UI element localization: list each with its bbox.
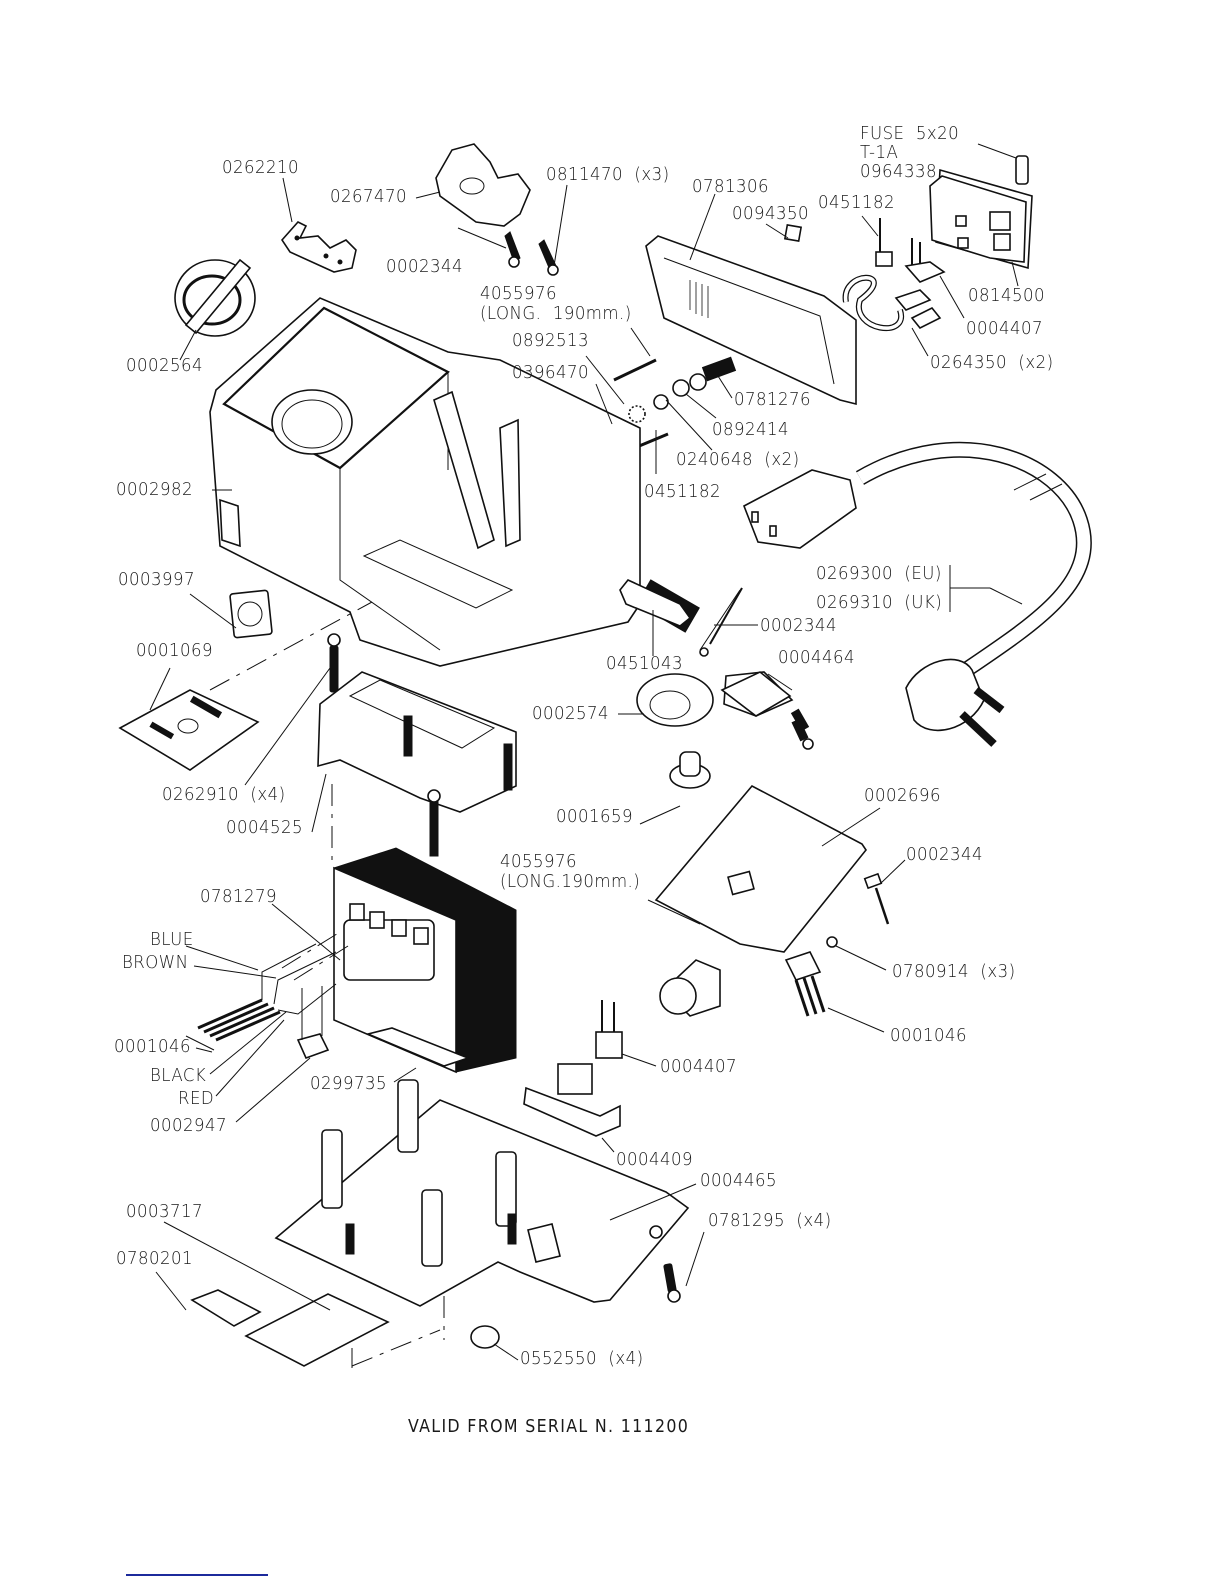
wire-link-parts — [842, 218, 946, 332]
callout-4055976-top-length: (LONG. 190mm.) — [480, 303, 632, 324]
grommet-part — [229, 589, 273, 639]
callout-0552550: 0552550 (x4) — [520, 1348, 644, 1369]
callout-0451182-mid: 0451182 — [644, 481, 721, 502]
callout-0004465: 0004465 — [700, 1170, 777, 1191]
callout-0004409: 0004409 — [616, 1149, 693, 1170]
screw-parts — [457, 227, 559, 276]
rubber-foot-part — [470, 1325, 500, 1349]
callout-0892414: 0892414 — [712, 419, 789, 440]
callout-4055976-low: 4055976 — [500, 851, 577, 872]
callout-0003717: 0003717 — [126, 1201, 203, 1222]
callout-fuse-line2: T-1A — [860, 142, 899, 163]
callout-4055976-top: 4055976 — [480, 283, 557, 304]
callout-0002344-mid: 0002344 — [760, 615, 837, 636]
callout-0004407-top: 0004407 — [966, 318, 1043, 339]
callout-0094350: 0094350 — [732, 203, 809, 224]
holder-clip-part — [280, 221, 357, 273]
callout-0262910: 0262910 (x4) — [162, 784, 286, 805]
callout-0003997: 0003997 — [118, 569, 195, 590]
callout-0004525: 0004525 — [226, 817, 303, 838]
callout-0299735: 0299735 — [310, 1073, 387, 1094]
callout-0811470: 0811470 (x3) — [546, 164, 670, 185]
long-screw-part — [327, 633, 341, 693]
callout-0892513: 0892513 — [512, 330, 589, 351]
callout-0262210: 0262210 — [222, 157, 299, 178]
callout-0002696: 0002696 — [864, 785, 941, 806]
wire-label-red: RED — [178, 1088, 215, 1109]
bottom-rule — [126, 1574, 268, 1576]
callout-0001046-left: 0001046 — [114, 1036, 191, 1057]
label-plate-part — [118, 689, 260, 771]
callout-0001069: 0001069 — [136, 640, 213, 661]
callout-0004407-low: 0004407 — [660, 1056, 737, 1077]
callout-0002344-top: 0002344 — [386, 256, 463, 277]
power-cord-part — [742, 441, 1092, 747]
callout-0267470: 0267470 — [330, 186, 407, 207]
callout-4055976-low-length: (LONG.190mm.) — [500, 871, 641, 892]
power-socket-part — [929, 155, 1033, 270]
wiring-parts — [197, 943, 337, 1060]
transformer-part — [333, 847, 517, 1074]
callout-0451043: 0451043 — [606, 653, 683, 674]
callout-0781295: 0781295 (x4) — [708, 1210, 832, 1231]
wire-label-black: BLACK — [150, 1065, 207, 1086]
base-plate-part — [274, 1079, 690, 1307]
callout-0780914: 0780914 (x3) — [892, 961, 1016, 982]
callout-0002344-low: 0002344 — [906, 844, 983, 865]
callout-0004464: 0004464 — [778, 647, 855, 668]
callout-0001659: 0001659 — [556, 806, 633, 827]
callout-fuse-line1: FUSE 5x20 — [860, 123, 960, 144]
main-housing-part — [209, 297, 641, 667]
cover-part — [435, 143, 531, 227]
callout-fuse-0964338: 0964338 — [860, 161, 937, 182]
callout-0814500: 0814500 — [968, 285, 1045, 306]
filter-board-parts — [523, 1000, 623, 1137]
callout-0002574: 0002574 — [532, 703, 609, 724]
assembly-axis-lines — [209, 601, 445, 1368]
callout-0451182-top: 0451182 — [818, 192, 895, 213]
knob-part — [174, 258, 256, 337]
wire-label-blue: BLUE — [150, 929, 194, 950]
serial-validity-note: VALID FROM SERIAL N. 111200 — [408, 1416, 690, 1437]
callout-0781276: 0781276 — [734, 389, 811, 410]
callout-0002982: 0002982 — [116, 479, 193, 500]
wire-label-brown: BROWN — [122, 952, 189, 973]
rear-panel-part — [645, 223, 857, 406]
control-board-part — [636, 579, 890, 1017]
leader-lines — [149, 143, 1023, 1361]
callout-0001046-right: 0001046 — [890, 1025, 967, 1046]
callout-0269300-eu: 0269300 (EU) — [816, 563, 942, 584]
callout-0781279: 0781279 — [200, 886, 277, 907]
callout-0269310-uk: 0269310 (UK) — [816, 592, 943, 613]
adhesive-label-parts — [190, 1289, 390, 1367]
callout-0002564: 0002564 — [126, 355, 203, 376]
misc-small-parts — [619, 579, 810, 732]
callout-0780201: 0780201 — [116, 1248, 193, 1269]
transformer-bracket-part — [317, 671, 517, 857]
base-screw-part — [663, 1263, 681, 1303]
callout-0240648: 0240648 (x2) — [676, 449, 800, 470]
callout-0781306: 0781306 — [692, 176, 769, 197]
callout-0264350: 0264350 (x2) — [930, 352, 1054, 373]
callout-0002947: 0002947 — [150, 1115, 227, 1136]
callout-0396470: 0396470 — [512, 362, 589, 383]
